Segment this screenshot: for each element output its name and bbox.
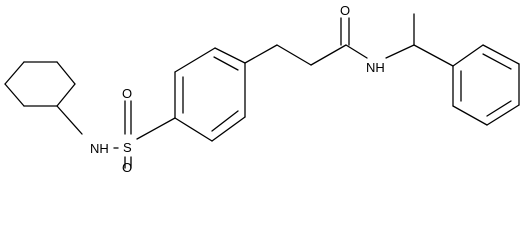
sulfur-label: S bbox=[123, 140, 132, 155]
s-aryl-bond bbox=[136, 117, 176, 140]
propanamide-chain bbox=[244, 17, 368, 66]
chemical-structure: NH S O O O NH bbox=[4, 3, 520, 172]
benzene-ring-central bbox=[174, 47, 246, 142]
sulfonyl-group bbox=[124, 100, 132, 169]
sulfonyl-oxygen-bottom-label: O bbox=[122, 160, 132, 172]
benzene-ring-terminal bbox=[452, 44, 520, 126]
cyclohexane-ring bbox=[4, 61, 76, 107]
amine-n-label: NH bbox=[90, 141, 109, 156]
carbonyl-oxygen-label: O bbox=[340, 3, 350, 18]
sulfonyl-oxygen-top-label: O bbox=[122, 86, 132, 101]
amide-n-label: NH bbox=[366, 60, 385, 75]
cyclohexyl-n-bond bbox=[56, 105, 83, 135]
phenylethyl-group bbox=[385, 13, 454, 67]
